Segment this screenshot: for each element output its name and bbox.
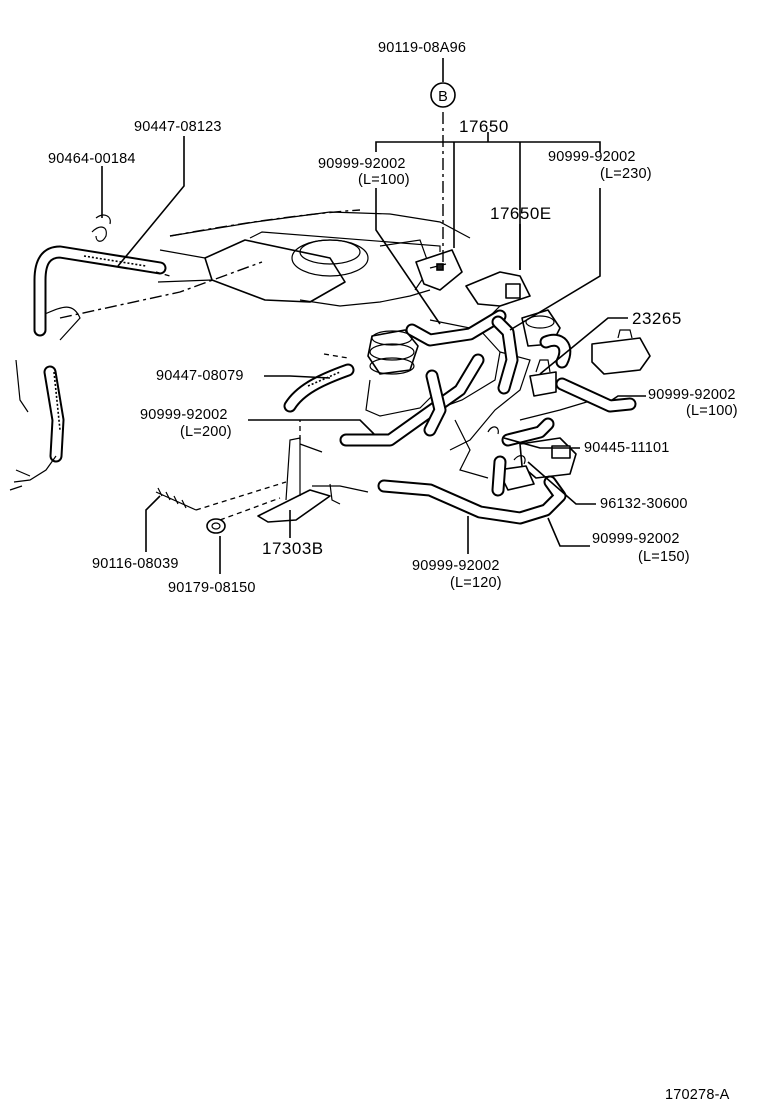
label-length-l150: (L=150) bbox=[638, 549, 690, 565]
label-90999-92002-l230: 90999-92002 bbox=[548, 149, 636, 165]
label-90999-92002-l200: 90999-92002 bbox=[140, 407, 228, 423]
label-17650e: 17650E bbox=[490, 204, 552, 223]
label-length-l100-right: (L=100) bbox=[686, 403, 738, 419]
label-90116-08039: 90116-08039 bbox=[92, 556, 179, 572]
label-length-l120: (L=120) bbox=[450, 575, 502, 591]
label-90447-08079: 90447-08079 bbox=[156, 368, 244, 384]
label-90999-92002-l100-right: 90999-92002 bbox=[648, 387, 736, 403]
label-23265: 23265 bbox=[632, 309, 682, 328]
label-length-l230: (L=230) bbox=[600, 166, 652, 182]
label-90999-92002-l120: 90999-92002 bbox=[412, 558, 500, 574]
label-length-l100-top: (L=100) bbox=[358, 172, 410, 188]
callout-b: B bbox=[430, 82, 456, 108]
label-17303b: 17303B bbox=[262, 539, 324, 558]
hoses bbox=[9, 245, 637, 525]
label-90464-00184: 90464-00184 bbox=[48, 151, 136, 167]
part-labels: 90119-08A96 17650 90447-08123 90464-0018… bbox=[48, 40, 738, 1103]
figure-id: 170278-A bbox=[665, 1087, 730, 1103]
label-90179-08150: 90179-08150 bbox=[168, 580, 256, 596]
label-90999-92002-l100-top: 90999-92002 bbox=[318, 156, 406, 172]
label-length-l200: (L=200) bbox=[180, 424, 232, 440]
callout-b-letter: B bbox=[438, 89, 448, 105]
label-90447-08123: 90447-08123 bbox=[134, 119, 222, 135]
label-90999-92002-l150: 90999-92002 bbox=[592, 531, 680, 547]
label-17650: 17650 bbox=[459, 117, 509, 136]
label-96132-30600: 96132-30600 bbox=[600, 496, 688, 512]
label-90119-08a96: 90119-08A96 bbox=[378, 40, 466, 56]
reference-lines bbox=[155, 112, 444, 521]
label-90445-11101: 90445-11101 bbox=[584, 440, 670, 456]
leader-lines bbox=[101, 58, 646, 574]
